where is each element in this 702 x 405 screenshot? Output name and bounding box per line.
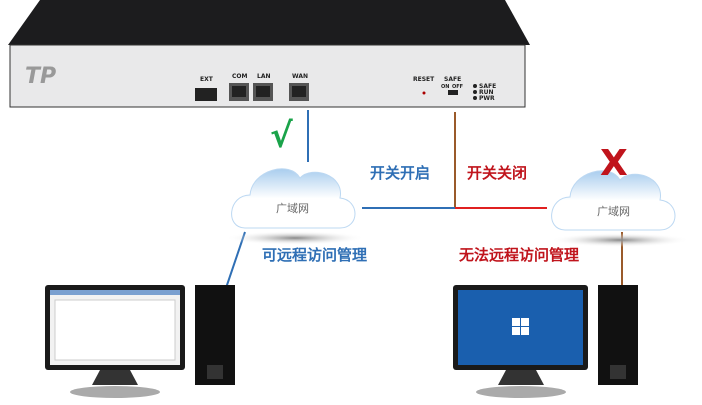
cloud-left [225, 168, 365, 245]
wan-left-label: 广域网 [276, 202, 309, 215]
wan-label: WAN [292, 73, 309, 80]
cross-icon: X [600, 143, 628, 184]
safe-label: SAFE [444, 76, 462, 83]
device-logo: TP [25, 64, 57, 89]
com-label: COM [232, 73, 248, 80]
switch-on-label: 开关开启 [370, 164, 431, 182]
lan-label: LAN [257, 73, 271, 80]
ext-label: EXT [200, 76, 213, 83]
reset-label: RESET [413, 76, 435, 83]
remote-fail-label: 无法远程访问管理 [459, 246, 580, 264]
pc-left [45, 285, 235, 398]
on-label: ON [441, 84, 450, 90]
led-pwr: PWR [479, 95, 495, 102]
cloud-right [550, 170, 690, 247]
wan-right-label: 广域网 [597, 205, 630, 218]
switch-off-label: 开关关闭 [467, 164, 528, 182]
check-icon: √ [270, 116, 293, 156]
remote-ok-label: 可远程访问管理 [262, 246, 368, 264]
led-safe: SAFE [479, 83, 497, 90]
led-run: RUN [479, 89, 494, 96]
pc-right [453, 285, 638, 398]
router-device [8, 0, 530, 108]
off-label: OFF [452, 84, 464, 90]
